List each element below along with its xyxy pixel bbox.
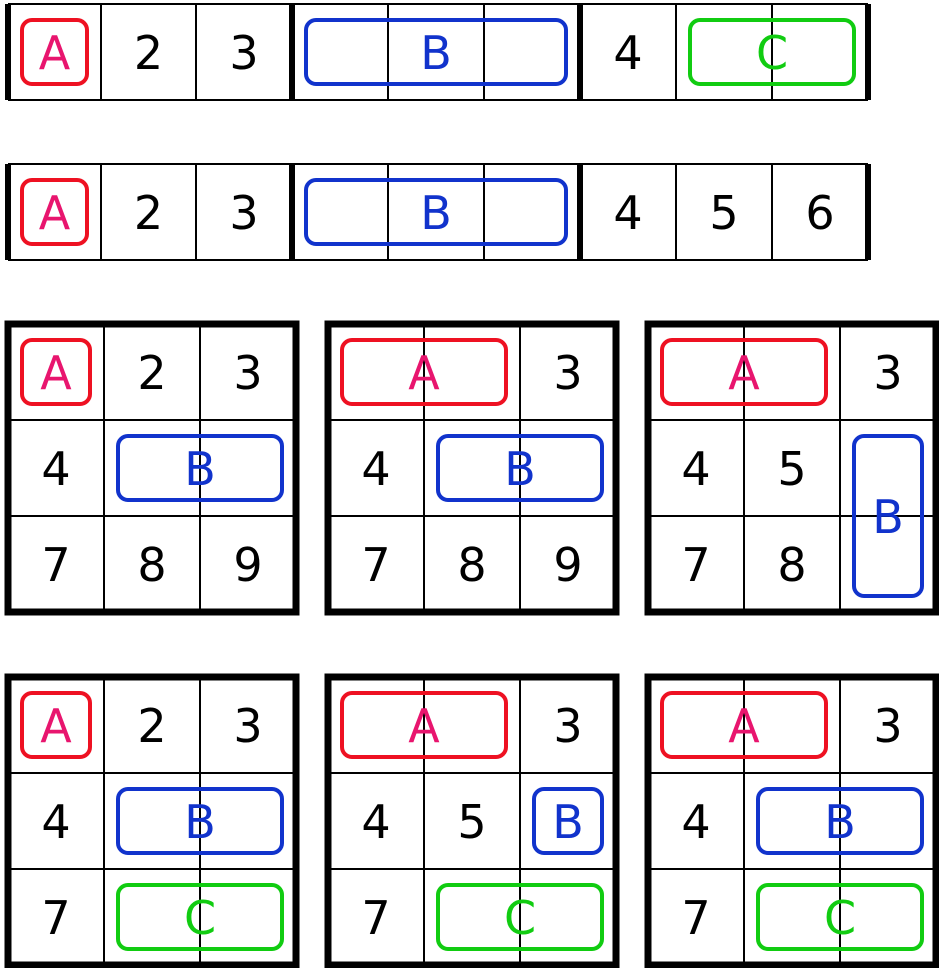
cell-number: 4 [361,442,390,496]
region-label-b: B [872,490,904,544]
cell-number: 5 [457,795,486,849]
region-box-b [756,787,924,855]
grid-5: 3 4 5 7 A BC [324,673,620,968]
region-box-c [116,883,284,951]
cell-number: 8 [777,538,806,592]
region-box-c [436,883,604,951]
cell-number: 2 [137,346,166,400]
cell-number: 9 [233,538,262,592]
region-label-c: C [756,26,788,80]
cell-number: 3 [553,699,582,753]
grid-border [644,673,939,968]
region-box-a [20,691,92,759]
cell-number: 3 [229,186,258,240]
region-label-b: B [420,186,452,240]
region-box-a [20,18,89,86]
grid-1: 2 3 4 7 8 9 A B [4,320,300,616]
region-label-b: B [552,795,584,849]
cell-number: 7 [361,891,390,945]
grid-border [4,320,300,616]
region-label-a: A [408,346,440,400]
cell-number: 4 [613,26,642,80]
region-box-b [436,434,604,502]
region-box-b [304,178,568,246]
cell-number: 4 [681,442,710,496]
region-box-b [116,787,284,855]
region-label-a: A [39,26,71,80]
grid-border [324,673,620,968]
region-box-b [116,434,284,502]
region-label-a: A [408,699,440,753]
cell-number: 8 [457,538,486,592]
cell-number: 7 [681,538,710,592]
cell-number: 7 [681,891,710,945]
region-label-a: A [40,699,72,753]
grid-border [644,320,939,616]
cell-number: 3 [233,699,262,753]
cell-number: 3 [553,346,582,400]
cell-number: 8 [137,538,166,592]
cell-number: 3 [233,346,262,400]
region-box-c [756,883,924,951]
cell-number: 3 [873,346,902,400]
region-label-c: C [824,891,856,945]
cell-number: 7 [41,891,70,945]
cell-number: 9 [553,538,582,592]
grid-2: 3 4 7 8 9 A B [324,320,620,616]
region-label-b: B [824,795,856,849]
region-label-c: C [184,891,216,945]
cell-number: 6 [805,186,834,240]
grid-4: 2 3 4 7 A BC [4,673,300,968]
region-label-b: B [184,442,216,496]
region-box-c [688,18,856,86]
region-label-c: C [504,891,536,945]
cell-number: 2 [134,26,163,80]
cell-number: 2 [134,186,163,240]
region-label-a: A [728,699,760,753]
cell-number: 7 [41,538,70,592]
cell-number: 5 [777,442,806,496]
cell-number: 3 [873,699,902,753]
cell-number: 7 [361,538,390,592]
strip-2: 2 3 4 5 6 A B [5,163,871,261]
region-box-b [304,18,568,86]
cell-number: 4 [41,442,70,496]
region-label-b: B [504,442,536,496]
region-label-a: A [39,186,71,240]
cell-number: 2 [137,699,166,753]
cell-number: 4 [361,795,390,849]
region-box-b [852,434,924,598]
region-label-b: B [184,795,216,849]
region-box-a [340,691,508,759]
region-box-a [660,338,828,406]
region-box-b [532,787,604,855]
region-label-a: A [728,346,760,400]
grid-6: 3 4 7 A BC [644,673,939,968]
cell-number: 4 [681,795,710,849]
region-box-a [660,691,828,759]
cell-number: 4 [41,795,70,849]
grid-border [4,673,300,968]
region-label-a: A [40,346,72,400]
cell-number: 4 [613,186,642,240]
region-label-b: B [420,26,452,80]
cell-number: 5 [709,186,738,240]
region-box-a [20,338,92,406]
region-box-a [340,338,508,406]
cell-number: 3 [229,26,258,80]
grid-border [324,320,620,616]
grid-3: 3 4 5 7 8 A B [644,320,939,616]
region-box-a [20,178,89,246]
strip-1: 2 3 4 A B C [5,3,871,101]
